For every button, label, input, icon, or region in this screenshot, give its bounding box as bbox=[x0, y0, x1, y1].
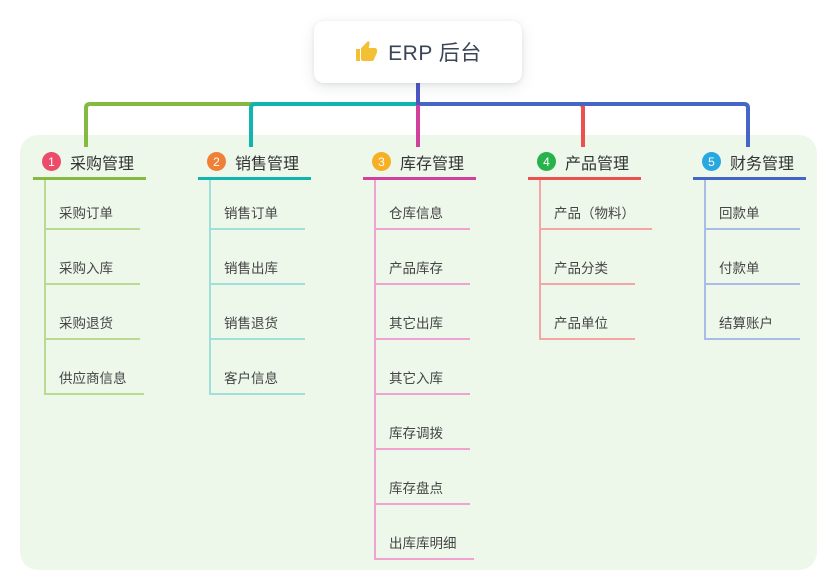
branch-children: 仓库信息产品库存其它出库其它入库库存调拨库存盘点出库库明细 bbox=[363, 180, 525, 560]
child-node-label: 出库库明细 bbox=[389, 536, 457, 551]
root-node-erp[interactable]: ERP 后台 bbox=[314, 21, 522, 83]
child-node[interactable]: 销售出库 bbox=[209, 230, 305, 285]
branch-title[interactable]: 5 财务管理 bbox=[693, 146, 806, 180]
connector-branch-finance bbox=[418, 102, 750, 147]
child-node[interactable]: 采购退货 bbox=[44, 285, 140, 340]
branch-title-label: 产品管理 bbox=[565, 155, 630, 173]
child-node-label: 客户信息 bbox=[224, 371, 278, 386]
branch-index-badge: 1 bbox=[42, 152, 61, 171]
child-node[interactable]: 供应商信息 bbox=[44, 340, 144, 395]
child-node[interactable]: 库存调拨 bbox=[374, 395, 470, 450]
child-node[interactable]: 仓库信息 bbox=[374, 180, 470, 230]
child-node-label: 其它出库 bbox=[389, 316, 443, 331]
thumbs-up-icon bbox=[356, 41, 378, 61]
connector-branch-product bbox=[418, 102, 585, 147]
branch-1: 1 采购管理 采购订单采购入库采购退货供应商信息 bbox=[33, 146, 195, 395]
child-node-label: 销售退货 bbox=[224, 316, 278, 331]
child-node[interactable]: 采购订单 bbox=[44, 180, 140, 230]
child-node-label: 付款单 bbox=[719, 261, 760, 276]
child-node-label: 库存盘点 bbox=[389, 481, 443, 496]
branch-index-badge: 2 bbox=[207, 152, 226, 171]
branch-4: 4 产品管理 产品（物料） 产品分类产品单位 bbox=[528, 146, 690, 340]
child-node[interactable]: 销售退货 bbox=[209, 285, 305, 340]
branch-title[interactable]: 2 销售管理 bbox=[198, 146, 311, 180]
child-node-label: 结算账户 bbox=[719, 316, 773, 331]
child-node-label: 库存调拨 bbox=[389, 426, 443, 441]
child-node-label: 其它入库 bbox=[389, 371, 443, 386]
connector-branch-purchase bbox=[84, 102, 418, 147]
branch-title[interactable]: 1 采购管理 bbox=[33, 146, 146, 180]
branch-title-label: 销售管理 bbox=[235, 155, 300, 173]
child-node-label: 产品分类 bbox=[554, 261, 608, 276]
child-node-label: 采购退货 bbox=[59, 316, 113, 331]
branch-2: 2 销售管理 销售订单销售出库销售退货客户信息 bbox=[198, 146, 360, 395]
branch-title-label: 库存管理 bbox=[400, 155, 465, 173]
child-node[interactable]: 结算账户 bbox=[704, 285, 800, 340]
branch-title[interactable]: 4 产品管理 bbox=[528, 146, 641, 180]
child-node-label: 供应商信息 bbox=[59, 371, 127, 386]
child-node-label: 产品（物料） bbox=[554, 206, 635, 221]
child-node[interactable]: 产品分类 bbox=[539, 230, 635, 285]
branch-title-label: 采购管理 bbox=[70, 155, 135, 173]
branch-index-badge: 3 bbox=[372, 152, 391, 171]
branch-title[interactable]: 3 库存管理 bbox=[363, 146, 476, 180]
branch-children: 采购订单采购入库采购退货供应商信息 bbox=[33, 180, 195, 395]
child-node-label: 产品库存 bbox=[389, 261, 443, 276]
child-node[interactable]: 回款单 bbox=[704, 180, 800, 230]
branch-5: 5 财务管理 回款单付款单结算账户 bbox=[693, 146, 839, 340]
child-node[interactable]: 库存盘点 bbox=[374, 450, 470, 505]
child-node[interactable]: 销售订单 bbox=[209, 180, 305, 230]
child-node-label: 采购订单 bbox=[59, 206, 113, 221]
child-node[interactable]: 产品单位 bbox=[539, 285, 635, 340]
connector-branch-sales bbox=[249, 102, 418, 147]
branch-index-badge: 4 bbox=[537, 152, 556, 171]
child-node-label: 销售出库 bbox=[224, 261, 278, 276]
child-node[interactable]: 其它出库 bbox=[374, 285, 470, 340]
branch-index-badge: 5 bbox=[702, 152, 721, 171]
child-node-label: 销售订单 bbox=[224, 206, 278, 221]
branch-title-label: 财务管理 bbox=[730, 155, 795, 173]
root-node-label: ERP 后台 bbox=[388, 42, 482, 65]
mindmap-background-panel bbox=[20, 135, 817, 570]
child-node-label: 产品单位 bbox=[554, 316, 608, 331]
child-node-label: 采购入库 bbox=[59, 261, 113, 276]
child-node[interactable]: 出库库明细 bbox=[374, 505, 474, 560]
child-node-label: 仓库信息 bbox=[389, 206, 443, 221]
branch-children: 销售订单销售出库销售退货客户信息 bbox=[198, 180, 360, 395]
child-node-label: 回款单 bbox=[719, 206, 760, 221]
branch-children: 产品（物料） 产品分类产品单位 bbox=[528, 180, 690, 340]
child-node[interactable]: 客户信息 bbox=[209, 340, 305, 395]
branch-3: 3 库存管理 仓库信息产品库存其它出库其它入库库存调拨库存盘点出库库明细 bbox=[363, 146, 525, 560]
child-node[interactable]: 其它入库 bbox=[374, 340, 470, 395]
child-node[interactable]: 付款单 bbox=[704, 230, 800, 285]
child-node[interactable]: 产品（物料） bbox=[539, 180, 652, 230]
child-node[interactable]: 采购入库 bbox=[44, 230, 140, 285]
child-node[interactable]: 产品库存 bbox=[374, 230, 470, 285]
branch-children: 回款单付款单结算账户 bbox=[693, 180, 839, 340]
